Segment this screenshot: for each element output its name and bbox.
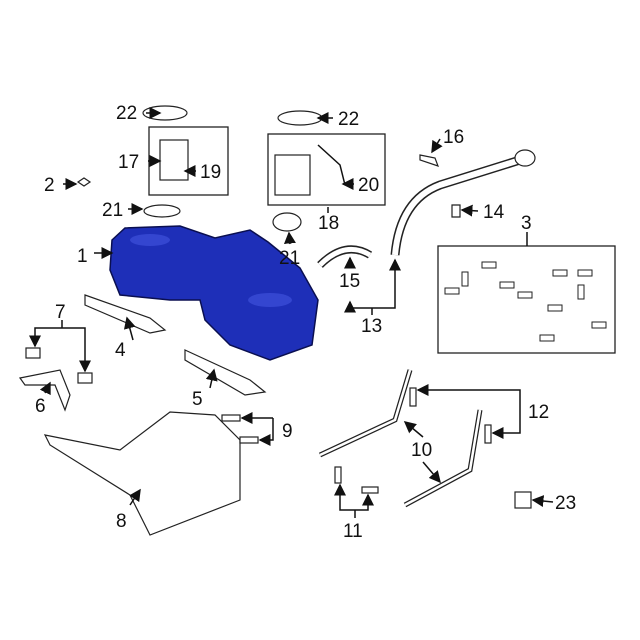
valve-23[interactable]: [514, 491, 532, 509]
fuel-sender-18[interactable]: [274, 154, 311, 196]
tank-port: [248, 293, 292, 307]
seal-21b[interactable]: [272, 212, 302, 232]
callout-6: 6: [35, 396, 46, 417]
insulator-11: [334, 466, 342, 484]
callout-18: 18: [318, 213, 339, 234]
bracket-5[interactable]: [184, 349, 267, 396]
tank-pads-kit-box: [437, 245, 616, 354]
callout-4: 4: [115, 340, 126, 361]
lock-ring-22b[interactable]: [277, 110, 323, 126]
callout-15: 15: [339, 271, 360, 292]
tank-port: [130, 234, 170, 246]
callout-22: 22: [338, 109, 359, 130]
bracket-16[interactable]: [419, 154, 440, 167]
callout-11: 11: [343, 521, 363, 542]
callout-20: 20: [358, 175, 379, 196]
callout-19: 19: [200, 162, 221, 183]
callout-10: 10: [411, 440, 432, 461]
pad-7: [25, 347, 41, 359]
bolt-14[interactable]: [451, 204, 461, 218]
bolt-12b[interactable]: [484, 424, 492, 444]
callout-17: 17: [118, 152, 139, 173]
sender-assembly-box: [267, 133, 386, 206]
seal-21[interactable]: [143, 204, 181, 218]
callout-14: 14: [483, 202, 505, 223]
fuel-pump-module-17[interactable]: [159, 139, 189, 181]
callout-16: 16: [443, 127, 464, 148]
filler-neck: [514, 149, 536, 167]
callout-21: 21: [102, 200, 123, 221]
bolt-12[interactable]: [409, 387, 417, 407]
heat-shield-8[interactable]: [43, 411, 241, 536]
callout-1: 1: [77, 246, 88, 267]
insulator-9: [221, 414, 241, 422]
clip-2[interactable]: [76, 177, 92, 187]
shield-6[interactable]: [18, 369, 71, 412]
fuel-tank[interactable]: [109, 225, 319, 361]
callout-7: 7: [55, 302, 66, 323]
callout-21: 21: [279, 248, 300, 269]
callout-3: 3: [521, 213, 532, 234]
insulator-9b: [239, 436, 259, 444]
callout-8: 8: [116, 511, 127, 532]
callout-5: 5: [192, 389, 203, 410]
callout-9: 9: [282, 421, 293, 442]
tank-pads: [444, 261, 607, 342]
callout-2: 2: [44, 175, 55, 196]
callout-12: 12: [528, 402, 549, 423]
callout-23: 23: [555, 493, 576, 514]
callout-22: 22: [116, 103, 137, 124]
pad-7b: [77, 372, 93, 384]
callout-13: 13: [361, 316, 382, 337]
bracket-4[interactable]: [84, 294, 167, 334]
insulator-11b: [361, 486, 379, 494]
float-arm-20: [317, 144, 346, 186]
